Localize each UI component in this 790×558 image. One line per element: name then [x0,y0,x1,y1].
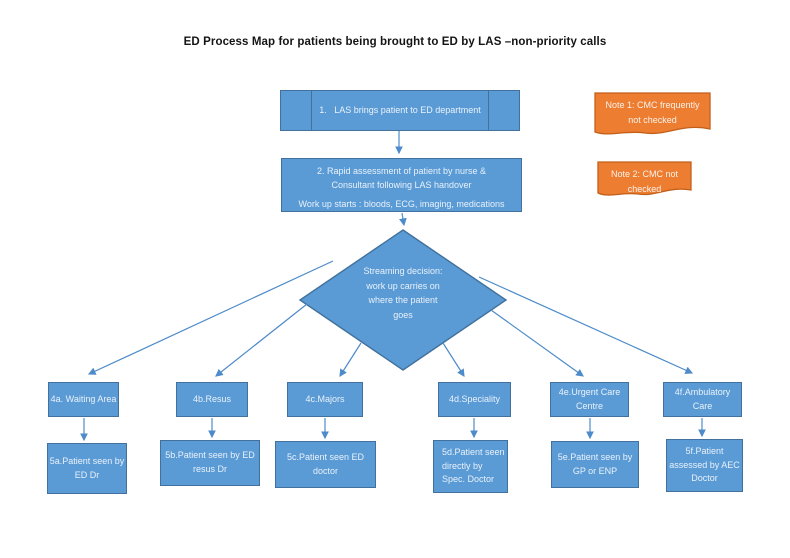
page-title: ED Process Map for patients being brough… [183,36,607,48]
note1-document-shape [594,92,711,135]
destination-4d-speciality: 4d.Speciality [438,382,511,417]
note2-label: Note 2: CMC not checked [610,169,679,194]
note1-cmc-frequently-not-checked: Note 1: CMC frequently not checked [594,92,711,140]
connector-decision-4d [442,342,465,377]
note2-cmc-not-checked: Note 2: CMC not checked [597,161,692,201]
step1-las-brings-patient-box: 1. LAS brings patient to ED department [280,90,520,131]
destination-4f-ambulatory: 4f.Ambulatory Care [663,382,742,417]
step2-line2: Consultant following LAS handover [331,180,472,190]
connector-decision-4b [215,303,308,377]
connector-decision-4e [490,309,584,377]
outcome-5b-seen-by-resus-dr: 5b.Patient seen by ED resus Dr [160,440,260,486]
outcome-5f-assessed-aec-doctor: 5f.Patient assessed by AEC Doctor [666,439,743,492]
step1-label: 1. LAS brings patient to ED department [319,104,481,115]
destination-4e-urgent-care: 4e.Urgent Care Centre [550,382,629,417]
connector-decision-4c [339,342,362,377]
note2-document-shape [597,161,692,196]
predefined-process-left-line [311,91,313,130]
predefined-process-right-line [487,91,489,130]
destination-4c-majors: 4c.Majors [287,382,363,417]
decision-diamond [298,229,508,371]
outcome-5c-seen-ed-doctor: 5c.Patient seen ED doctor [275,441,376,488]
outcome-5d-seen-by-spec-doctor: 5d.Patient seen directly by Spec. Doctor [433,440,508,493]
step2-workup-line: Work up starts : bloods, ECG, imaging, m… [298,199,505,209]
destination-4b-resus: 4b.Resus [176,382,248,417]
outcome-5a-seen-by-ed-dr: 5a.Patient seen by ED Dr [47,443,127,494]
outcome-5e-seen-by-gp-or-enp: 5e.Patient seen by GP or ENP [551,441,639,488]
connector-decision-4f [478,276,694,374]
connector-step2-decision [399,212,407,227]
step2-line1: 2. Rapid assessment of patient by nurse … [316,166,487,176]
destination-4a-waiting-area: 4a. Waiting Area [48,382,119,417]
connector-decision-4a [87,260,334,375]
decision-diamond-label: Streaming decision: work up carries on w… [363,266,443,320]
note1-label: Note 1: CMC frequently not checked [605,100,700,125]
step2-rapid-assessment-box: 2. Rapid assessment of patient by nurse … [281,158,522,212]
